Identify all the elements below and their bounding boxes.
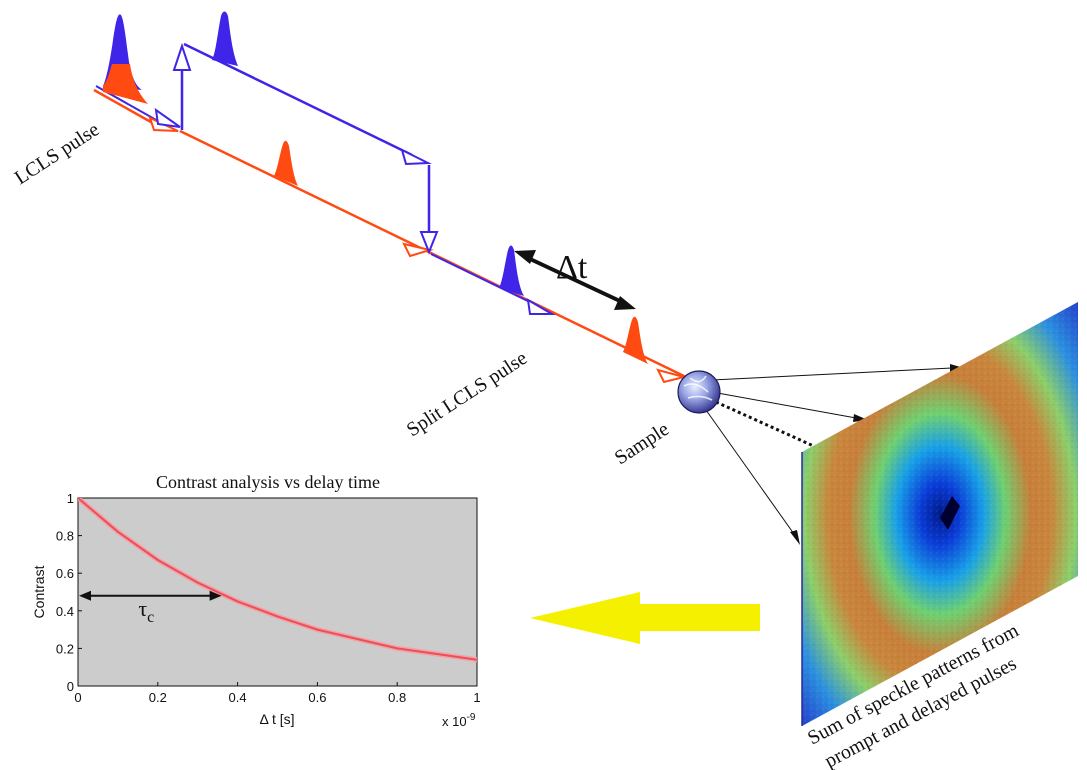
x-exponent-label: x 10-9: [442, 712, 476, 729]
delta-t-indicator: Δt: [514, 249, 636, 310]
y-axis-ticks: 0 0.2 0.4 0.6 0.8 1: [56, 491, 82, 694]
x-tick-label: 0.4: [229, 690, 247, 705]
x-tick-label: 1: [473, 690, 480, 705]
y-tick-label: 0.6: [56, 566, 74, 581]
ray-lower: [705, 409, 795, 535]
y-tick-label: 1: [67, 491, 74, 506]
x-tick-label: 0.6: [308, 690, 326, 705]
chart-title: Contrast analysis vs delay time: [156, 472, 380, 492]
sample-sphere-streaks: [683, 375, 713, 401]
split-lcls-pulse-label: Split LCLS pulse: [403, 347, 532, 441]
speckle-beamstop: [940, 496, 960, 530]
pulses: [103, 11, 648, 364]
pulse-delayed-in-loop: [212, 11, 238, 66]
delay-arrowhead-right: [400, 148, 432, 166]
incoming-arrowhead-blue: [154, 107, 181, 128]
delay-arrowhead-down: [419, 231, 439, 255]
delta-t-arrow-shaft: [527, 256, 623, 304]
delay-arrowhead-up: [172, 42, 192, 71]
tau-c-arrowhead-right: [209, 590, 222, 601]
sample-label: Sample: [611, 418, 673, 469]
pulse-lcls-prompt-part: [103, 64, 148, 104]
contrast-curve: [78, 498, 477, 661]
tau-c-label: τc: [138, 596, 154, 626]
tau-c-arrowhead-left: [79, 590, 91, 601]
delta-t-label: Δt: [556, 249, 588, 286]
y-axis-label: Contrast: [31, 565, 47, 618]
prompt-arrowhead-1: [402, 242, 434, 258]
ray-lower-arrowhead: [790, 530, 800, 545]
y-tick-label: 0: [67, 679, 74, 694]
tau-symbol: τ: [138, 596, 147, 621]
pulse-prompt-on-line: [274, 140, 298, 186]
sample-sphere: [677, 370, 721, 414]
incoming-beam-red: [93, 88, 159, 128]
x-tick-label: 0.8: [388, 690, 406, 705]
sample: [677, 370, 721, 414]
x-tick-label: 0: [74, 690, 81, 705]
x-axis-ticks: 0 0.2 0.4 0.6 0.8 1: [74, 682, 481, 705]
x-axis-label: Δ t [s]: [259, 711, 294, 727]
speckle-noise-overlay: [802, 302, 1078, 726]
tau-subscript: c: [147, 609, 154, 626]
ray-dotted: [715, 400, 819, 450]
delay-loop-top: [183, 42, 413, 157]
beam-path: [93, 42, 689, 384]
plot-area: [77, 497, 478, 687]
pulse-prompt-after-split: [623, 316, 648, 364]
delta-t-arrowhead-right: [614, 296, 636, 310]
x-exponent-base: x 10: [442, 714, 467, 729]
y-tick-label: 0.2: [56, 641, 74, 656]
ray-middle: [711, 391, 857, 419]
x-tick-label: 0.2: [149, 690, 167, 705]
x-exponent-power: -9: [467, 712, 476, 723]
speckle-detector: [801, 302, 1078, 726]
ray-upper: [711, 367, 953, 381]
y-tick-label: 0.8: [56, 529, 74, 544]
delayed-beam-rejoin: [430, 253, 537, 306]
prompt-arrowhead-2: [656, 368, 688, 384]
lcls-pulse-label: LCLS pulse: [11, 118, 104, 189]
analysis-arrow: [530, 592, 760, 644]
delta-t-arrowhead-left: [514, 250, 536, 264]
delayed-arrowhead: [526, 298, 556, 315]
pulse-delayed-after-split: [499, 245, 524, 296]
y-tick-label: 0.4: [56, 604, 74, 619]
